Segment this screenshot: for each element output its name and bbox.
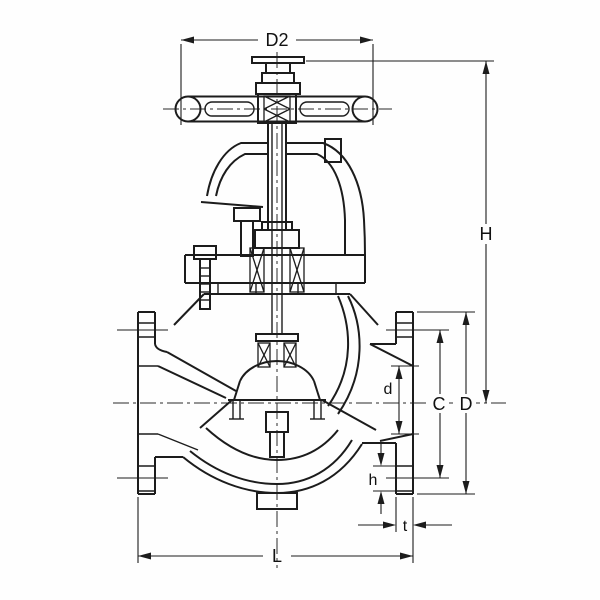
inlet-flange xyxy=(137,311,168,495)
dim-d-outer: D xyxy=(417,311,476,495)
stem xyxy=(267,123,287,334)
dim-label-d-bore: d xyxy=(384,381,393,398)
dim-label-d2: D2 xyxy=(265,30,288,50)
dim-d-bore: d xyxy=(382,365,419,435)
stem-nut xyxy=(251,56,305,95)
dim-label-h: H xyxy=(480,224,493,244)
dim-label-c: C xyxy=(433,394,446,414)
dim-t: t xyxy=(358,497,452,535)
dim-c: C xyxy=(386,329,449,479)
dim-label-l: L xyxy=(272,546,282,566)
valve-body xyxy=(137,295,414,510)
outlet-flange xyxy=(369,311,414,495)
bottom-boss xyxy=(256,492,298,510)
dim-h-height: H xyxy=(306,60,494,403)
stud-bolt xyxy=(193,245,217,310)
center-lines xyxy=(113,52,506,568)
disc-and-seat xyxy=(199,333,377,458)
dim-l: L xyxy=(137,497,414,566)
yoke-bonnet xyxy=(173,138,379,326)
handwheel xyxy=(174,93,379,124)
hub-hatch xyxy=(263,95,291,123)
dim-label-t: t xyxy=(403,518,408,535)
dim-label-h-hole: h xyxy=(369,472,378,489)
dim-h-hole: h xyxy=(367,444,398,514)
dim-d2: D2 xyxy=(180,30,374,125)
dimension-annotations: D2 H C xyxy=(117,30,494,566)
dim-label-d-outer: D xyxy=(460,394,473,414)
bolt-hole-ticks xyxy=(117,329,168,479)
